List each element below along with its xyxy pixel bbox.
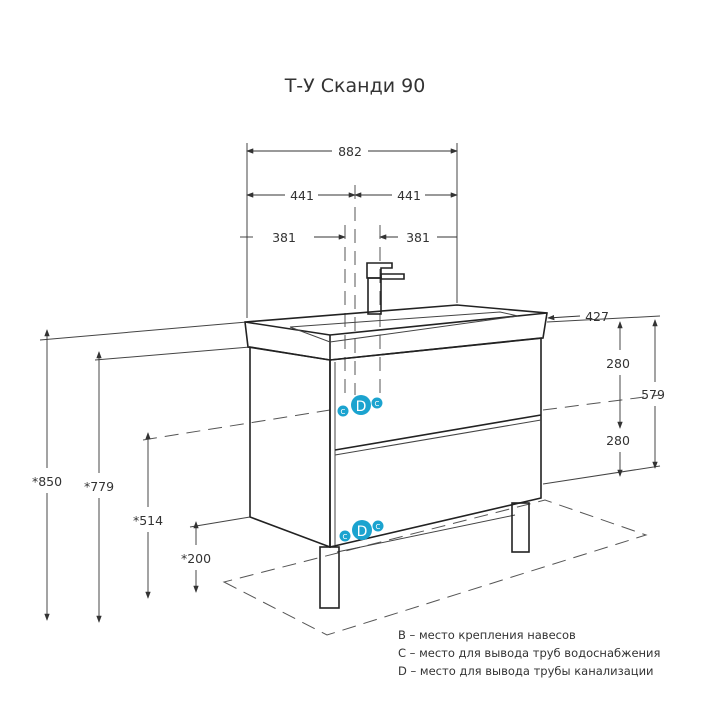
marker-c (372, 520, 384, 532)
legend-item-d: D – место для вывода трубы канализации (398, 664, 654, 678)
dimension-lines (44, 148, 658, 623)
legend-item-b: B – место крепления навесов (398, 628, 576, 642)
dim-body-height: 579 (641, 387, 665, 402)
leg-back (511, 502, 530, 553)
svg-text:D: D (357, 524, 368, 540)
dim-total-height: *850 (32, 474, 62, 489)
dim-total-width: 882 (338, 144, 362, 159)
dim-pipe-right: 381 (406, 230, 430, 245)
svg-text:C: C (341, 408, 346, 416)
dim-pipe-left: 381 (272, 230, 296, 245)
leg-front (319, 546, 340, 609)
marker-c (337, 405, 349, 417)
dim-top-to-floor: *779 (84, 479, 114, 494)
svg-text:C: C (375, 400, 380, 408)
dim-pipe-height: *514 (133, 513, 163, 528)
faucet-icon (366, 262, 405, 315)
marker-d (352, 520, 372, 540)
dim-upper-drawer: 280 (606, 356, 630, 371)
pipe-markers-lower: C D C (339, 520, 384, 542)
reference-lines (39, 315, 661, 636)
dim-leg-height: *200 (181, 551, 211, 566)
dim-depth: 427 (585, 309, 609, 324)
dim-half-right: 441 (397, 188, 421, 203)
svg-text:C: C (376, 523, 381, 531)
legend: B – место крепления навесов C – место дл… (398, 626, 660, 680)
cabinet (244, 304, 548, 609)
extension-lines (246, 143, 458, 400)
marker-c (371, 397, 383, 409)
drawing-title: Т-У Сканди 90 (284, 75, 426, 97)
svg-text:C: C (343, 533, 348, 541)
legend-item-c: C – место для вывода труб водоснабжения (398, 646, 661, 660)
pipe-markers-upper: C D C (337, 395, 383, 417)
svg-text:D: D (356, 399, 367, 415)
marker-c (339, 530, 351, 542)
marker-d (351, 395, 371, 415)
dim-half-left: 441 (290, 188, 314, 203)
dim-lower-drawer: 280 (606, 433, 630, 448)
